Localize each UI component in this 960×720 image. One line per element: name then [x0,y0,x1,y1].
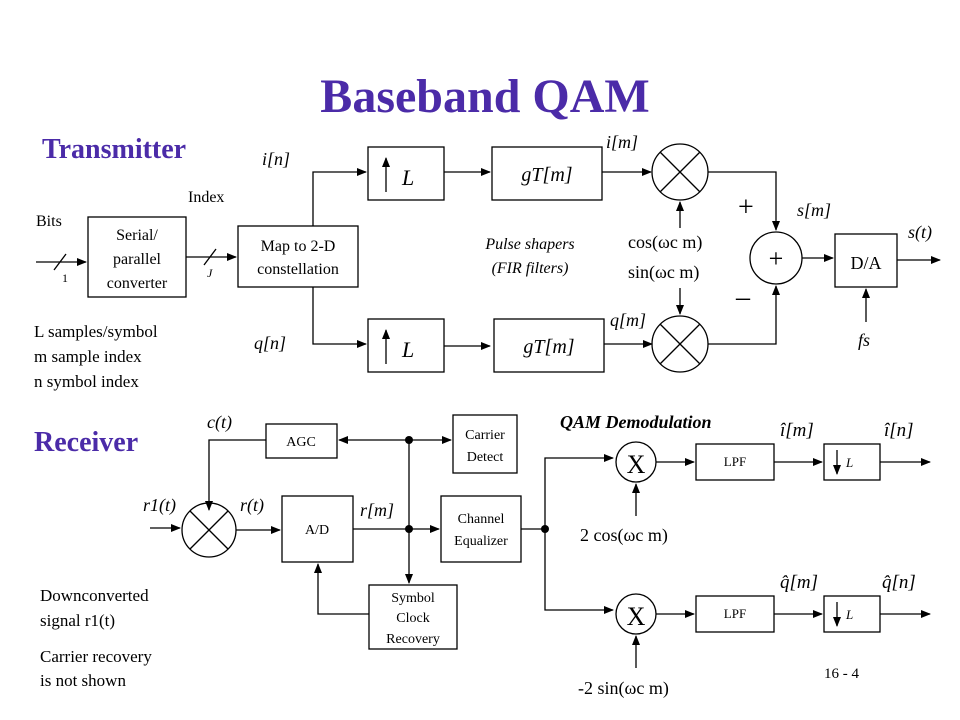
qam-demod-title: QAM Demodulation [560,412,712,432]
q-lpf-label: LPF [724,606,746,621]
demod-sin-label: -2 sin(ωc m) [578,678,669,699]
channel-equalizer-block [440,495,522,563]
serial-parallel-line-2: parallel [113,251,162,268]
summer-plus: + [769,244,784,273]
receiver-heading: Receiver [34,427,138,458]
pulse-top-label: gT[m] [521,164,572,186]
pulse-shaper-bottom [493,318,605,373]
tx-note-2: m sample index [34,347,142,366]
pulse-shapers-line-2: (FIR filters) [492,260,569,277]
carrier-detect-line-2: Detect [467,450,504,465]
carrier-detect-block [452,414,518,474]
st-label: s(t) [908,222,932,243]
cos-label: cos(ωc m) [628,232,702,253]
upsample-bottom-label: L [401,337,414,362]
in-label: i[n] [262,149,290,169]
mixer-bottom-icon [651,315,709,373]
to-q-mixer [544,529,614,614]
equalizer-line-2: Equalizer [454,534,508,549]
clock-to-ad [314,563,369,615]
rx-note-2: signal r1(t) [40,611,115,630]
agc-block [265,423,338,459]
q-mixer-x: X [627,602,646,631]
rx-note-3: Carrier recovery [40,647,152,666]
r1-label: r1(t) [143,495,176,516]
upsampler-top [367,146,445,201]
equalizer-line-1: Channel [458,512,505,527]
i-branch-line [312,168,367,226]
map-constellation-block [237,225,359,288]
fs-label: fs [858,330,870,350]
index-slash [203,248,217,266]
to-i-mixer [544,454,614,529]
mixer-top-icon [651,143,709,201]
serial-parallel-line-1: Serial/ [116,227,158,244]
agc-to-mixer [205,439,266,511]
serial-parallel-line-3: converter [107,275,168,292]
rx-note-4: is not shown [40,671,126,690]
rm-label: r[m] [360,500,394,520]
pulse-shapers-line-1: Pulse shapers [484,236,574,253]
rx-note-1: Downconverted [40,586,149,605]
i-mixer-x: X [627,450,646,479]
bits-width: 1 [62,271,68,285]
i-down-label: L [845,455,853,470]
page-title: Baseband QAM [320,70,649,123]
da-label: D/A [851,253,882,273]
mixer-top-to-sum [708,171,780,231]
bits-label: Bits [36,213,62,230]
symbol-clock-block [368,584,458,650]
junction-dot [405,436,413,444]
index-label: Index [188,189,224,206]
rt-label: r(t) [240,495,264,516]
qm-label: q[m] [610,310,646,330]
pulse-bottom-label: gT[m] [523,336,574,358]
symbol-clock-line-2: Clock [396,611,429,626]
q-hat-m-label: q̂[m] [780,572,818,593]
i-hat-m-label: î[m] [780,420,814,441]
transmitter-heading: Transmitter [42,134,186,165]
i-lpf-block [695,443,775,481]
carrier-detect-line-1: Carrier [465,428,505,443]
im-label: i[m] [606,132,638,152]
qn-label: q[n] [254,333,286,353]
demod-cos-label: 2 cos(ωc m) [580,525,668,546]
q-branch-line [312,287,367,348]
da-block [834,233,898,288]
pulse-shaper-top [491,146,603,201]
rx-mixer-icon [181,502,237,558]
map-line-2: constellation [257,261,339,278]
symbol-clock-line-3: Recovery [386,632,440,647]
i-lpf-label: LPF [724,454,746,469]
agc-label: AGC [286,435,316,450]
q-down-label: L [845,607,853,622]
mixer-bottom-to-sum [708,285,780,345]
minus-sign: – [735,282,751,313]
sin-label: sin(ωc m) [628,262,699,283]
tx-note-3: n symbol index [34,372,139,391]
serial-parallel-block [87,216,187,298]
q-hat-n-label: q̂[n] [882,572,916,593]
junction-dot [405,525,413,533]
sm-label: s[m] [797,200,831,220]
plus-sign-top: + [738,192,754,223]
index-width: J [207,266,213,280]
tx-note-1: L samples/symbol [34,322,158,341]
i-downsampler [823,443,881,481]
map-line-1: Map to 2-D [261,238,336,255]
symbol-clock-line-1: Symbol [391,591,435,606]
ad-block [281,495,354,563]
page-number: 16 - 4 [824,666,859,682]
i-hat-n-label: î[n] [884,420,914,441]
ad-label: A/D [305,523,329,538]
ct-label: c(t) [207,412,232,433]
bits-slash [53,253,67,271]
upsample-top-label: L [401,165,414,190]
